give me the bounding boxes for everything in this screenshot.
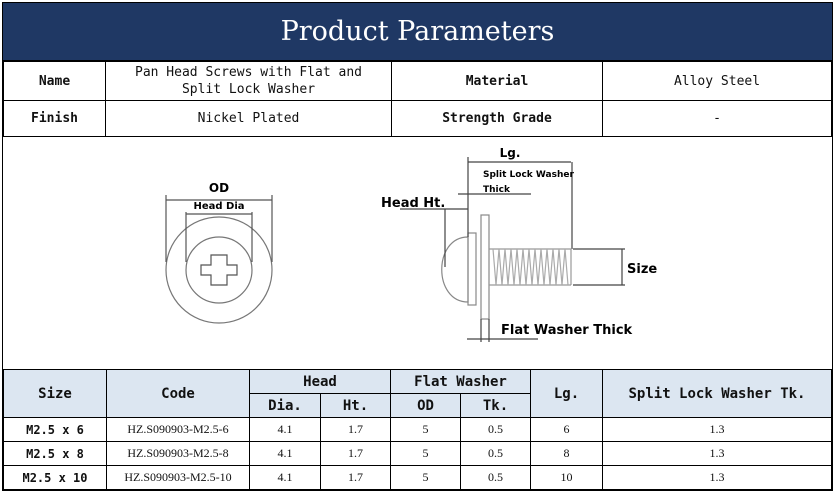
name-label: Name bbox=[3, 61, 106, 101]
table-cell: 1.7 bbox=[320, 465, 391, 490]
table-cell: 0.5 bbox=[460, 417, 531, 442]
params-table: Name Pan Head Screws with Flat and Split… bbox=[3, 61, 832, 137]
table-cell: 1.7 bbox=[320, 441, 391, 466]
table-cell: 4.1 bbox=[249, 417, 321, 442]
grade-value: - bbox=[602, 100, 832, 137]
table-cell: 5 bbox=[390, 417, 461, 442]
table-cell: 1.3 bbox=[602, 417, 832, 442]
size-label: Size bbox=[627, 262, 657, 277]
table-cell: 6 bbox=[530, 417, 603, 442]
table-cell: 5 bbox=[390, 441, 461, 466]
header-ht: Ht. bbox=[320, 393, 391, 418]
header-dia: Dia. bbox=[249, 393, 321, 418]
header-size: Size bbox=[3, 369, 107, 418]
table-cell: M2.5 x 10 bbox=[3, 465, 107, 490]
table-cell: HZ.S090903-M2.5-8 bbox=[106, 441, 250, 466]
specs-table: Size Code Head Flat Washer Lg. Split Loc… bbox=[3, 369, 832, 490]
flat-washer-thick-label: Flat Washer Thick bbox=[501, 323, 633, 338]
material-label: Material bbox=[391, 61, 603, 101]
header-tk: Tk. bbox=[460, 393, 531, 418]
head-ht-label: Head Ht. bbox=[381, 196, 445, 211]
diagram-area: OD Head Dia Lg. Split Lock Washer Thick … bbox=[3, 137, 832, 369]
page-title: Product Parameters bbox=[3, 3, 832, 61]
head-dia-label: Head Dia bbox=[193, 201, 244, 212]
side-view-drawing bbox=[400, 157, 625, 342]
header-lg: Lg. bbox=[530, 369, 603, 418]
table-cell: 1.3 bbox=[602, 441, 832, 466]
screw-diagram: OD Head Dia Lg. Split Lock Washer Thick … bbox=[165, 146, 657, 342]
table-cell: 4.1 bbox=[249, 441, 321, 466]
top-view-drawing bbox=[165, 195, 273, 324]
header-code: Code bbox=[106, 369, 250, 418]
lg-label: Lg. bbox=[500, 146, 521, 160]
header-head: Head bbox=[249, 369, 391, 394]
material-value: Alloy Steel bbox=[602, 61, 832, 101]
split-lock-label: Split Lock Washer bbox=[483, 170, 574, 180]
table-cell: 1.7 bbox=[320, 417, 391, 442]
table-cell: HZ.S090903-M2.5-6 bbox=[106, 417, 250, 442]
table-cell: 8 bbox=[530, 441, 603, 466]
table-cell: M2.5 x 8 bbox=[3, 441, 107, 466]
table-cell: 10 bbox=[530, 465, 603, 490]
od-label: OD bbox=[209, 181, 229, 195]
grade-label: Strength Grade bbox=[391, 100, 603, 137]
table-cell: 0.5 bbox=[460, 465, 531, 490]
table-cell: 5 bbox=[390, 465, 461, 490]
table-cell: 4.1 bbox=[249, 465, 321, 490]
header-split-lock: Split Lock Washer Tk. bbox=[602, 369, 832, 418]
header-flat-washer: Flat Washer bbox=[390, 369, 531, 394]
table-cell: HZ.S090903-M2.5-10 bbox=[106, 465, 250, 490]
split-lock-thick-label: Thick bbox=[483, 185, 511, 195]
table-cell: 0.5 bbox=[460, 441, 531, 466]
finish-label: Finish bbox=[3, 100, 106, 137]
table-cell: M2.5 x 6 bbox=[3, 417, 107, 442]
finish-value: Nickel Plated bbox=[105, 100, 392, 137]
table-cell: 1.3 bbox=[602, 465, 832, 490]
name-value: Pan Head Screws with Flat and Split Lock… bbox=[105, 61, 392, 101]
header-od: OD bbox=[390, 393, 461, 418]
